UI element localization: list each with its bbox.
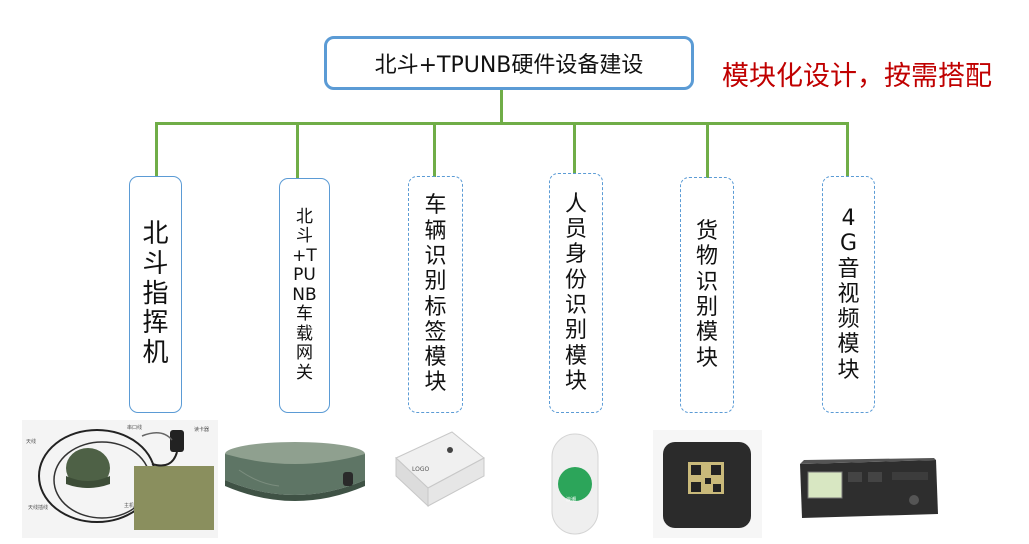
drop-line-6 bbox=[846, 122, 849, 177]
drop-line-2 bbox=[296, 122, 299, 179]
side-note: 模块化设计，按需搭配 bbox=[722, 61, 992, 92]
module-vehicle-tag: 车辆识别标签模块 bbox=[408, 176, 463, 413]
label-antenna: 天线 bbox=[26, 439, 37, 445]
personnel-badge-photo: 浪潮 bbox=[550, 432, 600, 536]
drop-line-5 bbox=[706, 122, 709, 178]
module-cargo-id: 货物识别模块 bbox=[680, 177, 734, 413]
vehicle-gateway-photo bbox=[219, 440, 371, 512]
drop-line-1 bbox=[155, 122, 158, 177]
badge-brand: 浪潮 bbox=[566, 497, 577, 503]
drop-line-4 bbox=[573, 122, 576, 174]
drop-line-3 bbox=[433, 122, 436, 177]
module-personnel-id: 人员身份识别模块 bbox=[549, 173, 603, 413]
commander-kit-photo: 天线 串口线 读卡器 天线插线 主机 bbox=[22, 420, 218, 538]
video-terminal-photo bbox=[796, 458, 942, 520]
title-box: 北斗+TPUNB硬件设备建设 bbox=[324, 36, 694, 90]
tag-logo: LOGO bbox=[412, 466, 430, 473]
label-card-reader: 读卡器 bbox=[194, 427, 210, 433]
bus-line bbox=[155, 122, 848, 125]
label-antenna-cable: 天线插线 bbox=[28, 505, 49, 511]
label-host: 主机 bbox=[124, 503, 135, 509]
label-serial-cable: 串口线 bbox=[127, 425, 143, 431]
title-text: 北斗+TPUNB硬件设备建设 bbox=[374, 53, 644, 78]
trunk-line bbox=[500, 90, 503, 124]
cargo-tag-photo bbox=[653, 430, 762, 538]
module-beidou-commander: 北斗指挥机 bbox=[129, 176, 182, 413]
vehicle-tag-photo: LOGO bbox=[388, 428, 488, 512]
